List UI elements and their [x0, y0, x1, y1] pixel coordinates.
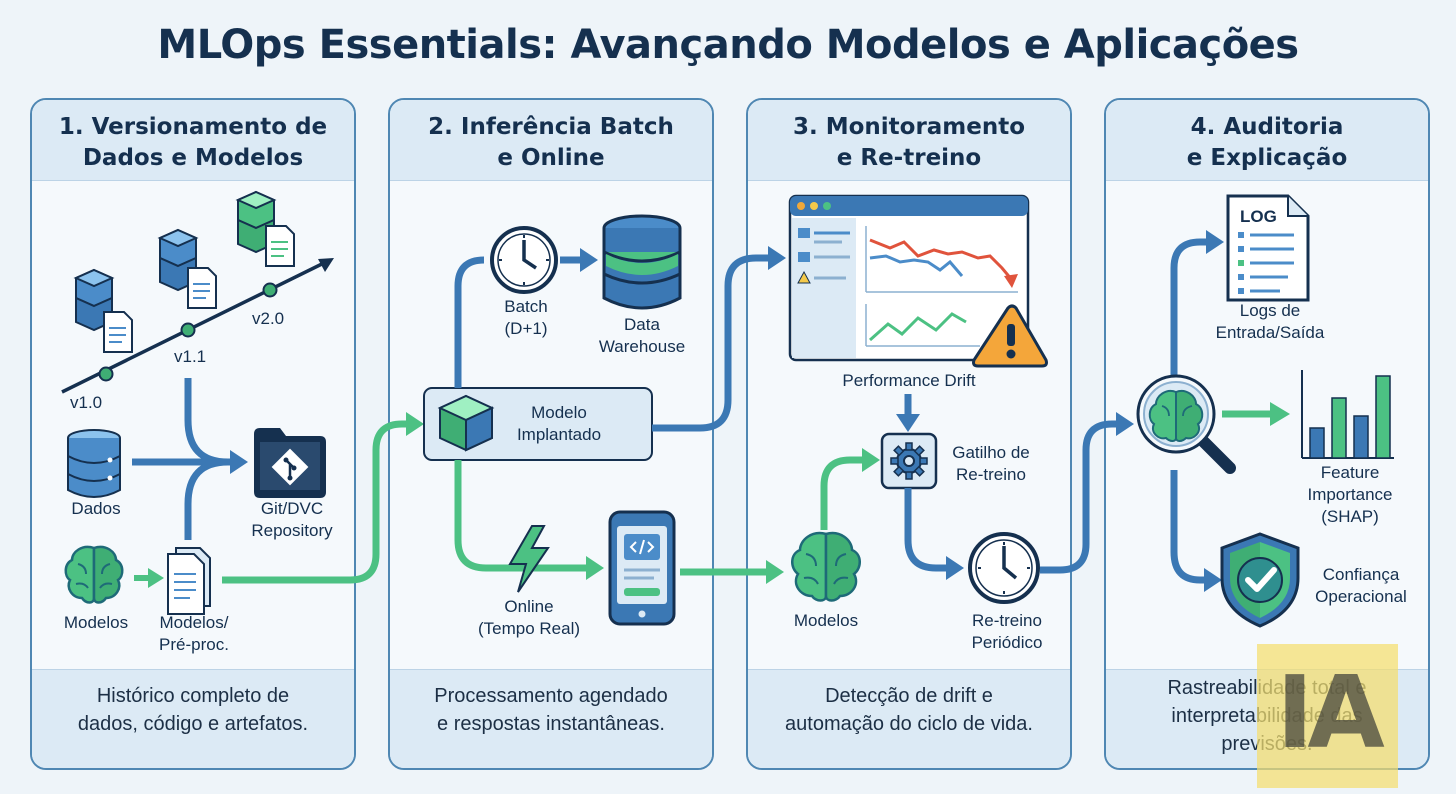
document-icon — [167, 547, 211, 615]
preproc-label: Modelos/Pré-proc. — [146, 612, 242, 656]
shield-check-icon — [1220, 532, 1300, 628]
version-label-v11: v1.1 — [174, 347, 207, 366]
label-line: Warehouse — [598, 337, 686, 356]
label-line: Git/DVC — [260, 499, 324, 518]
cube-icon — [157, 228, 199, 292]
label-line: Operacional — [1315, 587, 1407, 606]
panel-footer: Processamento agendado e respostas instan… — [390, 669, 712, 768]
version-timeline — [61, 258, 334, 394]
label-line: (SHAP) — [1321, 507, 1379, 526]
label-line: Modelos/ — [159, 613, 229, 632]
database-icon — [67, 429, 121, 498]
panel-header: 1. Versionamento de Dados e Modelos — [32, 100, 354, 181]
panel-footer: Detecção de drift e automação do ciclo de… — [748, 669, 1070, 768]
version-label-v20: v2.0 — [252, 309, 285, 328]
label-line: Pré-proc. — [159, 635, 229, 654]
document-icon — [187, 267, 217, 309]
label-line: Gatilho de — [952, 443, 1030, 462]
label-line: Data — [624, 315, 660, 334]
log-file-icon — [1226, 194, 1310, 302]
heading-line: e Re-treino — [836, 145, 982, 171]
label-line: Periódico — [971, 633, 1043, 652]
footer-line: Detecção de drift e — [825, 685, 993, 707]
clock-icon — [490, 226, 558, 294]
heading-line: 1. Versionamento de — [58, 114, 328, 140]
heading-line: 3. Monitoramento — [792, 114, 1026, 140]
heading-line: e Online — [497, 145, 605, 171]
label-line: Importance — [1307, 485, 1393, 504]
footer-line: Histórico completo de — [96, 685, 290, 707]
panel-header: 4. Auditoria e Explicação — [1106, 100, 1428, 181]
watermark-text: IA — [1276, 654, 1385, 771]
footer-line: dados, código e artefatos. — [77, 713, 309, 735]
label-line: Feature — [1320, 463, 1380, 482]
label-line: (D+1) — [504, 319, 548, 338]
document-icon — [265, 225, 295, 267]
dados-label: Dados — [71, 499, 121, 518]
brain-icon — [791, 531, 861, 602]
modelos-label: Modelos — [63, 613, 129, 632]
database-icon — [602, 214, 682, 310]
footer-line: e respostas instantâneas. — [437, 713, 665, 735]
cube-icon — [73, 268, 115, 332]
heading-line: Dados e Modelos — [82, 145, 304, 171]
label-line: Logs de — [1239, 301, 1301, 320]
label-line: Entrada/Saída — [1215, 323, 1325, 342]
document-icon — [103, 311, 133, 353]
logs-label: Logs de Entrada/Saída — [1208, 300, 1332, 344]
label-line: Batch — [504, 297, 548, 316]
performance-drift-label: Performance Drift — [842, 371, 976, 390]
label-line: (Tempo Real) — [477, 619, 581, 638]
repository-label: Git/DVC Repository — [236, 498, 348, 542]
magnifier-brain-icon — [1136, 374, 1236, 474]
batch-label: Batch (D+1) — [486, 296, 566, 340]
panel-header: 3. Monitoramento e Re-treino — [748, 100, 1070, 181]
footer-line: automação do ciclo de vida. — [785, 713, 1033, 735]
panel-footer: Histórico completo de dados, código e art… — [32, 669, 354, 768]
heading-line: 2. Inferência Batch — [428, 114, 674, 140]
version-label-v10: v1.0 — [70, 393, 103, 412]
warning-icon — [972, 304, 1048, 368]
trigger-label: Gatilho de Re-treino — [940, 442, 1042, 486]
git-folder-icon — [254, 428, 326, 498]
clock-icon — [968, 532, 1040, 604]
watermark-logo: IA — [1257, 644, 1398, 788]
lightning-icon — [508, 525, 550, 593]
label-line: Repository — [251, 521, 333, 540]
label-line: Modelo — [531, 403, 587, 422]
modelos-label: Modelos — [793, 611, 859, 630]
heading-line: 4. Auditoria — [1190, 114, 1344, 140]
gear-icon — [880, 432, 938, 490]
label-line: Confiança — [1322, 565, 1400, 584]
label-line: Online — [504, 597, 554, 616]
label-line: Implantado — [516, 425, 602, 444]
cube-icon — [437, 394, 495, 452]
phone-code-icon — [608, 510, 676, 626]
panel-versioning: 1. Versionamento de Dados e Modelos Histó… — [30, 98, 356, 770]
panel-header: 2. Inferência Batch e Online — [390, 100, 712, 181]
label-line: Re-treino — [956, 465, 1026, 484]
bar-chart-icon — [1301, 370, 1394, 459]
dashboard-icon — [788, 194, 1030, 362]
heading-line: e Explicação — [1186, 145, 1348, 171]
label-line: Re-treino — [972, 611, 1042, 630]
page-title: MLOps Essentials: Avançando Modelos e Ap… — [157, 22, 1299, 68]
online-label: Online (Tempo Real) — [462, 596, 596, 640]
brain-icon — [64, 545, 124, 604]
footer-line: Processamento agendado — [434, 685, 668, 707]
log-badge: LOG — [1240, 207, 1277, 226]
